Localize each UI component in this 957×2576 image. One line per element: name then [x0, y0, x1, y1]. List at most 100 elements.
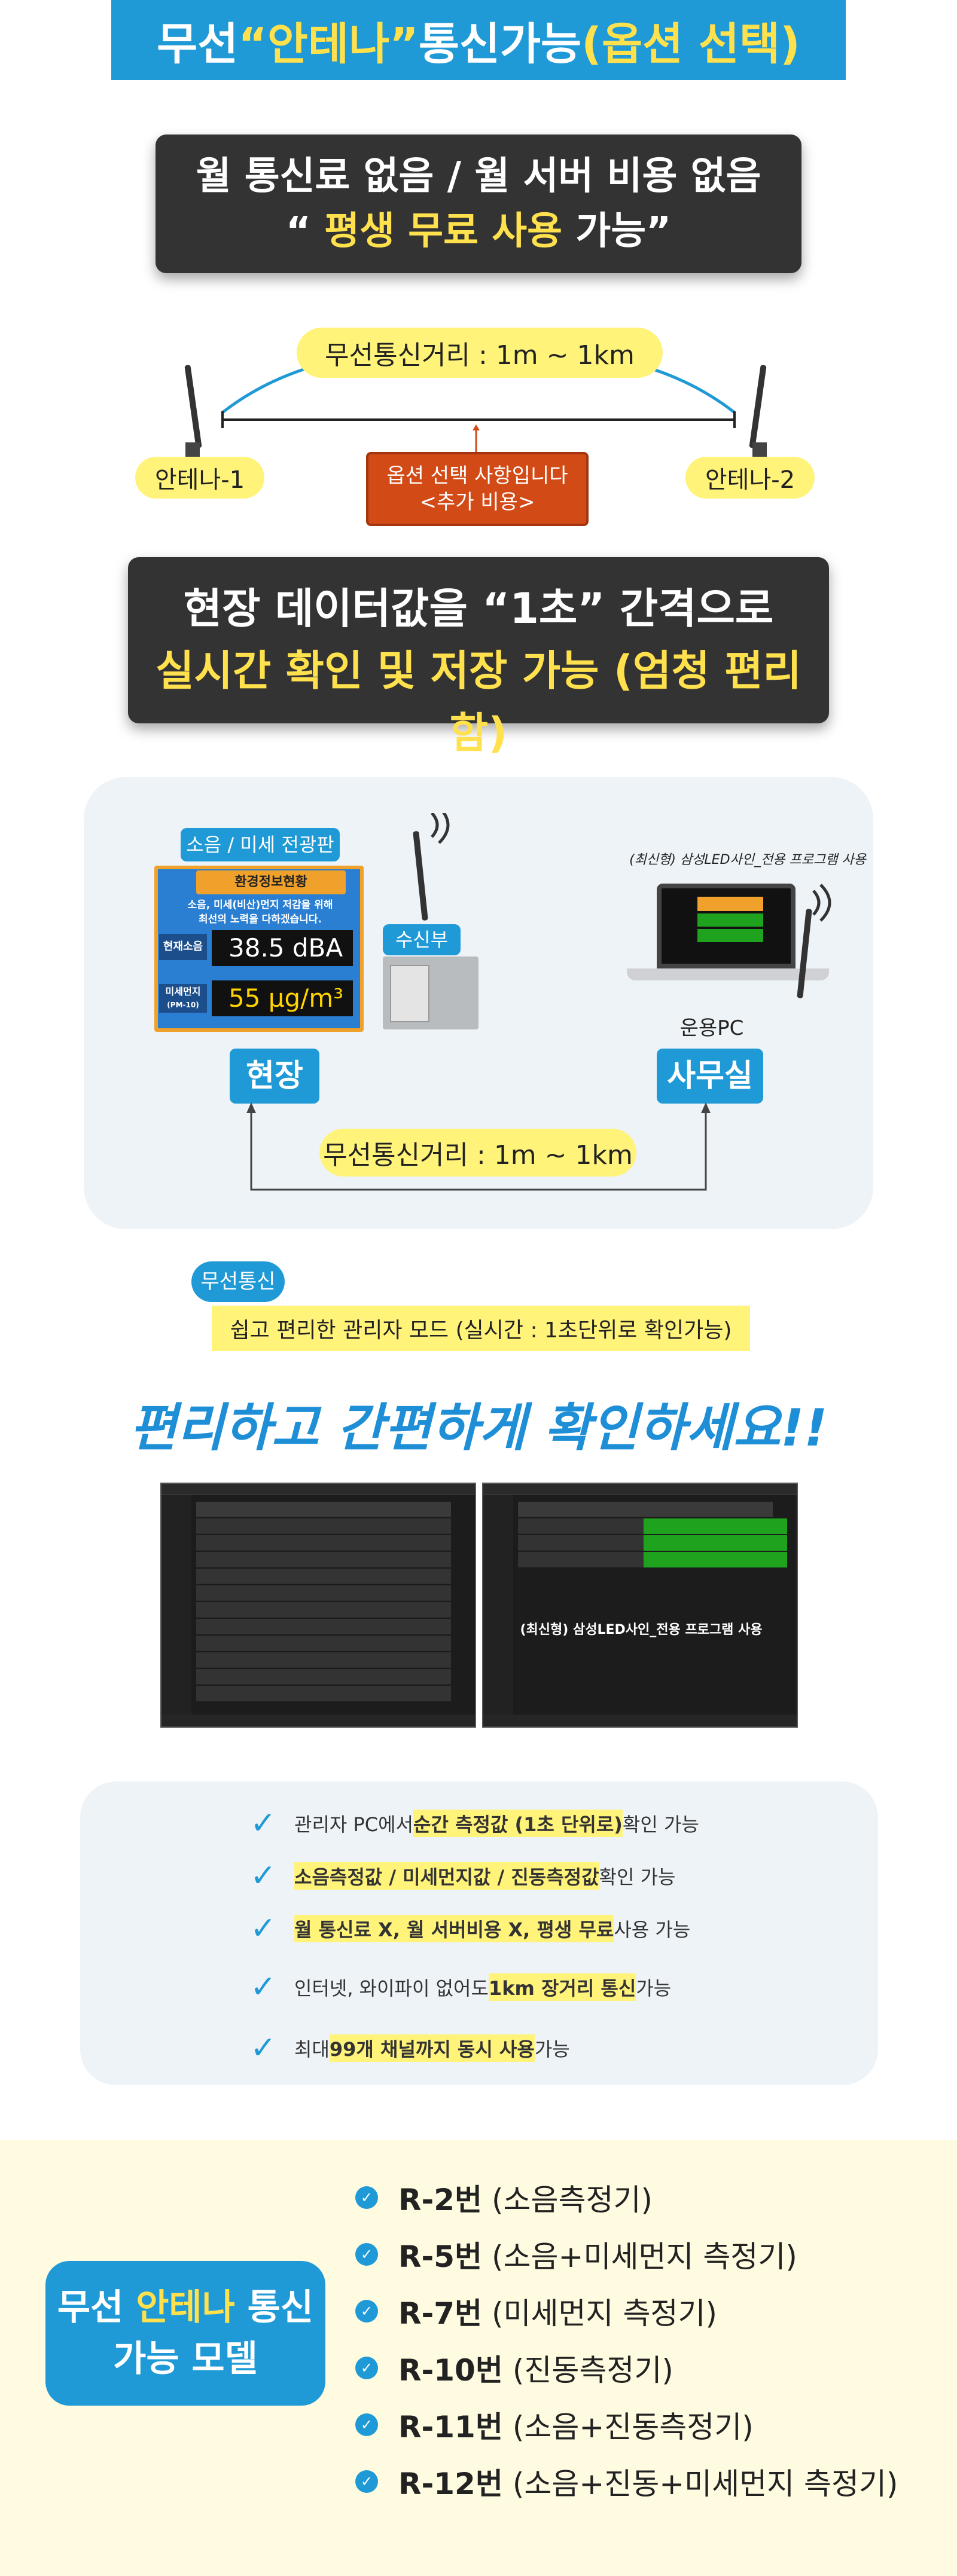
models-pre: 무선 [57, 2287, 136, 2329]
billboard-noise-value: 38.5 dBA [212, 930, 353, 966]
fee-highlight: 평생 무료 사용 [324, 209, 563, 253]
model-desc: (미세먼지 측정기) [492, 2296, 717, 2331]
check-circle-icon: ✓ [355, 2413, 378, 2436]
check-bold: 순간 측정값 (1초 단위로) [413, 1810, 623, 1837]
laptop-caption: (최신형) 삼성LED사인_전용 프로그램 사용 [629, 852, 866, 867]
check-post: 가능 [636, 1977, 672, 2000]
models-box-line-1: 무선 안테나 통신 [45, 2282, 325, 2333]
checklist-item: ✓ 소음측정값 / 미세먼지값 / 진동측정값 확인 가능 [245, 1858, 784, 1894]
antenna-2-icon [749, 365, 767, 457]
fee-info-box: 월 통신료 없음 / 월 서버 비용 없음 “ 평생 무료 사용 가능” [156, 135, 801, 273]
antenna-1-icon [184, 365, 202, 457]
admin-screenshot-1 [160, 1483, 476, 1728]
laptop-antenna-icon [797, 884, 831, 998]
model-item: ✓R-7번(미세먼지 측정기) [355, 2290, 941, 2333]
distance-label-2: 무선통신거리 : 1m ~ 1km [319, 1129, 636, 1177]
option-notice: 옵션 선택 사항입니다 <추가 비용> [366, 452, 589, 526]
checklist-item: ✓월 통신료 X, 월 서버비용 X, 평생 무료 사용 가능 [245, 1911, 784, 1946]
model-code: R-10번 [398, 2353, 503, 2388]
model-desc: (소음+진동+미세먼지 측정기) [512, 2467, 898, 2501]
model-item: ✓ R-12번 (소음+진동+미세먼지 측정기) [355, 2460, 941, 2503]
fee-rest: 가능” [562, 209, 672, 253]
check-post: 확인 가능 [599, 1866, 676, 1889]
billboard-header: 환경정보현황 [196, 870, 346, 894]
office-label: 사무실 [657, 1049, 763, 1104]
check-bold: 1km 장거리 통신 [488, 1973, 636, 2001]
checklist-item: ✓ 관리자 PC에서 순간 측정값 (1초 단위로) 확인 가능 [245, 1805, 784, 1841]
title-mid: 통신가능 [418, 18, 582, 70]
wireless-tag: 무선통신 [191, 1261, 285, 1302]
model-item: ✓ R-5번 (소음+미세먼지 측정기) [355, 2233, 941, 2276]
receiver-antenna-icon [413, 813, 450, 921]
title-option: (옵션 선택) [581, 18, 800, 70]
model-desc: (소음+미세먼지 측정기) [492, 2239, 797, 2274]
models-post: 통신 [234, 2287, 314, 2329]
model-item: ✓ R-11번 (소음+진동측정기) [355, 2403, 941, 2446]
billboard-dust-label-text: 미세먼지 [165, 986, 201, 997]
sign-label: 소음 / 미세 전광판 [181, 828, 340, 861]
distance-label: 무선통신거리 : 1m ~ 1km [297, 328, 663, 378]
check-icon: ✓ [250, 1911, 276, 1946]
check-circle-icon: ✓ [355, 2470, 378, 2493]
check-circle-icon: ✓ [355, 2357, 378, 2379]
check-icon: ✓ [250, 1805, 276, 1841]
receiver-label: 수신부 [383, 924, 461, 955]
check-icon: ✓ [250, 2030, 276, 2066]
models-box: 무선 안테나 통신 가능 모델 [45, 2261, 325, 2406]
laptop-base [627, 968, 829, 980]
model-desc: (소음측정기) [492, 2183, 653, 2217]
model-desc: (진동측정기) [512, 2353, 673, 2388]
models-highlight: 안테나 [136, 2287, 235, 2329]
check-pre: 인터넷, 와이파이 없어도 [294, 1977, 489, 2000]
title-pre: 무선 [157, 18, 239, 70]
model-code: R-5번 [398, 2239, 483, 2274]
antenna-1-label: 안테나-1 [135, 457, 264, 499]
checklist-item: ✓ 인터넷, 와이파이 없어도 1km 장거리 통신 가능 [245, 1969, 784, 2005]
billboard-dust-label: 미세먼지 (PM-10) [159, 984, 207, 1013]
billboard-dust-sub: (PM-10) [167, 1001, 199, 1009]
option-line-2: <추가 비용> [419, 490, 535, 514]
antenna-2-label: 안테나-2 [685, 457, 815, 499]
fee-line-2: “ 평생 무료 사용 가능” [156, 204, 801, 259]
billboard-text-1: 소음, 미세(비산)먼지 저감을 위해 [187, 899, 333, 911]
check-icon: ✓ [250, 1858, 276, 1894]
check-bold: 소음측정값 / 미세먼지값 / 진동측정값 [294, 1862, 599, 1890]
title-highlight: “안테나” [238, 18, 419, 70]
model-desc: (소음+진동측정기) [512, 2410, 754, 2444]
receiver-box-icon [390, 965, 429, 1022]
check-icon: ✓ [250, 1969, 276, 2005]
admin-mode-banner: 쉽고 편리한 관리자 모드 (실시간 : 1초단위로 확인가능) [212, 1306, 750, 1351]
realtime-line-1: 현장 데이터값을 “1초” 간격으로 [183, 584, 774, 633]
realtime-info-box: 현장 데이터값을 “1초” 간격으로 실시간 확인 및 저장 가능 (엄청 편리… [128, 557, 829, 757]
billboard-dust-value: 55 μg/m³ [212, 980, 353, 1016]
page-title: 무선 “안테나” 통신가능 (옵션 선택) [111, 0, 846, 80]
check-bold: 99개 채널까지 동시 사용 [329, 2034, 535, 2062]
screenshot-caption: (최신형) 삼성LED사인_전용 프로그램 사용 [520, 1622, 763, 1637]
model-code: R-12번 [398, 2467, 503, 2501]
billboard-text-2: 최선의 노력을 다하겠습니다. [199, 913, 322, 925]
billboard-text: 소음, 미세(비산)먼지 저감을 위해 최선의 노력을 다하겠습니다. [161, 898, 359, 927]
model-item: ✓R-2번(소음측정기) [355, 2176, 941, 2219]
billboard-noise-label: 현재소음 [159, 934, 207, 960]
checklist-item: ✓ 최대 99개 채널까지 동시 사용 가능 [245, 2030, 784, 2066]
check-circle-icon: ✓ [355, 2243, 378, 2266]
site-label: 현장 [230, 1049, 319, 1104]
check-post: 사용 가능 [614, 1918, 691, 1941]
model-code: R-11번 [398, 2410, 503, 2444]
admin-screenshot-2 [482, 1483, 798, 1728]
laptop-icon [657, 884, 796, 968]
check-circle-icon: ✓ [355, 2300, 378, 2323]
realtime-line-2: 실시간 확인 및 저장 가능 (엄청 편리함) [156, 646, 801, 757]
model-item: ✓ R-10번 (진동측정기) [355, 2346, 941, 2389]
site-office-connector [246, 1102, 711, 1191]
check-post: 확인 가능 [622, 1813, 699, 1836]
slogan: 편리하고 간편하게 확인하세요!! [129, 1398, 828, 1458]
fee-line-1: 월 통신료 없음 / 월 서버 비용 없음 [196, 154, 761, 198]
ops-pc-label: 운용PC [679, 1016, 744, 1040]
models-box-line-2: 가능 모델 [113, 2338, 258, 2380]
check-pre: 관리자 PC에서 [294, 1813, 414, 1836]
option-line-1: 옵션 선택 사항입니다 [386, 464, 568, 488]
check-post: 가능 [534, 2038, 570, 2061]
fee-quote-open: “ [285, 209, 325, 253]
check-pre: 최대 [294, 2038, 330, 2061]
